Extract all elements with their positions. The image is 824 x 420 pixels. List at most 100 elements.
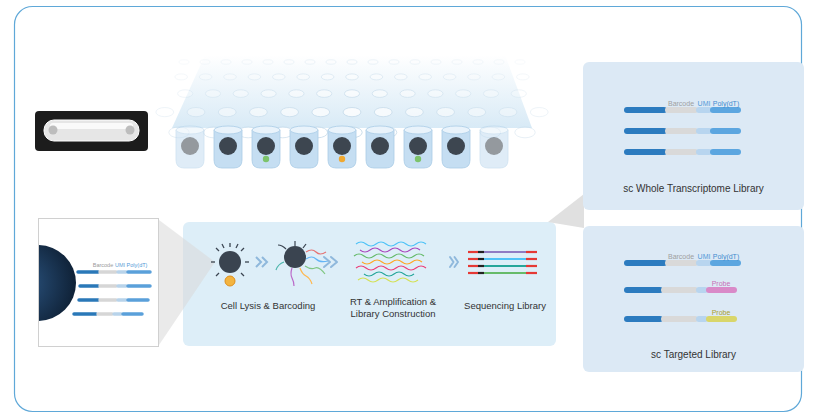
microwell	[179, 60, 189, 64]
microwell	[406, 108, 424, 117]
microwell	[321, 74, 334, 80]
microwell	[374, 108, 392, 117]
microwell	[221, 60, 231, 64]
microwell	[281, 108, 299, 117]
cup-rim	[404, 126, 432, 134]
microwell-cup	[442, 126, 470, 168]
cup-rim	[214, 126, 242, 134]
microwell-cup	[176, 126, 204, 168]
bead	[181, 137, 199, 155]
microwell	[494, 60, 504, 64]
step-connector	[324, 257, 337, 267]
microwell	[187, 108, 205, 117]
bead	[219, 137, 237, 155]
bead	[371, 137, 389, 155]
microwell	[517, 74, 530, 80]
library-title: sc Targeted Library	[583, 349, 804, 360]
microwell	[346, 74, 359, 80]
segment-label: Barcode	[668, 100, 694, 107]
microwell	[224, 74, 237, 80]
bead	[333, 137, 351, 155]
spacer	[441, 257, 446, 267]
microwell	[437, 108, 455, 117]
step-label: Sequencing Library	[464, 300, 546, 312]
microwell	[452, 60, 462, 64]
microwell	[205, 90, 220, 98]
microwell	[305, 60, 315, 64]
cup-rim	[328, 126, 356, 134]
microwell	[456, 90, 471, 98]
cdna-icon	[354, 242, 426, 282]
microwell	[468, 108, 486, 117]
microwell	[410, 60, 420, 64]
library-reads	[627, 110, 738, 319]
microwell	[370, 74, 383, 80]
process-step: Cell Lysis & Barcoding	[218, 238, 319, 336]
cup-wall	[214, 130, 242, 168]
bead	[447, 137, 465, 155]
bead	[39, 245, 76, 321]
microwell-cup	[366, 126, 394, 168]
step-chevron	[256, 257, 267, 267]
library-panel: sc Targeted Library	[583, 226, 804, 372]
process-panel	[183, 222, 556, 346]
bead	[295, 137, 313, 155]
cup-wall	[328, 130, 356, 168]
microwell	[326, 60, 336, 64]
microwell	[273, 74, 286, 80]
microwell	[347, 60, 357, 64]
microwell	[317, 90, 332, 98]
microwell-cup	[252, 126, 280, 168]
microwell-array	[156, 60, 548, 168]
microwell	[312, 108, 330, 117]
bead-icon	[211, 243, 249, 286]
microwell	[431, 60, 441, 64]
microwell	[343, 108, 361, 117]
cup-rim	[252, 126, 280, 134]
step-label: RT & Amplification & Library Constructio…	[340, 296, 446, 320]
cup-rim	[176, 126, 204, 134]
segment-label: Poly(dT)	[127, 263, 148, 269]
segment-label: Poly(dT)	[713, 100, 739, 107]
microwell	[511, 90, 526, 98]
microwell	[443, 74, 456, 80]
microwell	[468, 74, 481, 80]
microwell	[428, 90, 443, 98]
microwell-cup	[290, 126, 318, 168]
library-icon	[468, 252, 537, 273]
microwell-cup	[214, 126, 242, 168]
microwell	[261, 90, 276, 98]
zoom-wedge	[548, 194, 584, 228]
microwell	[263, 60, 273, 64]
library-panel	[583, 62, 804, 210]
step-connector	[450, 257, 458, 267]
microwell	[178, 90, 193, 98]
microwell	[199, 74, 212, 80]
microwell	[368, 60, 378, 64]
microwell-cup	[404, 126, 432, 168]
microwell	[492, 74, 505, 80]
segment-label: Probe	[712, 280, 731, 287]
microwell-cup	[328, 126, 356, 168]
cup-rim	[366, 126, 394, 134]
microwell	[284, 60, 294, 64]
cup-wall	[290, 130, 318, 168]
cell	[263, 156, 269, 162]
microwell	[515, 127, 535, 138]
cup-rim	[442, 126, 470, 134]
segment-label: Barcode	[93, 263, 114, 269]
segment-label: Poly(dT)	[713, 253, 739, 260]
microwell	[473, 60, 483, 64]
process-step: Sequencing Library	[461, 238, 549, 336]
step-label: Cell Lysis & Barcoding	[221, 300, 316, 312]
microwell	[419, 74, 432, 80]
segment-label: UMI	[115, 263, 125, 269]
segment-label: UMI	[698, 100, 711, 107]
bead	[257, 137, 275, 155]
cup-wall	[176, 130, 204, 168]
microwell	[175, 74, 188, 80]
well-surface	[172, 55, 532, 128]
bead	[485, 137, 503, 155]
segment-label: Probe	[712, 309, 731, 316]
microwell	[483, 90, 498, 98]
